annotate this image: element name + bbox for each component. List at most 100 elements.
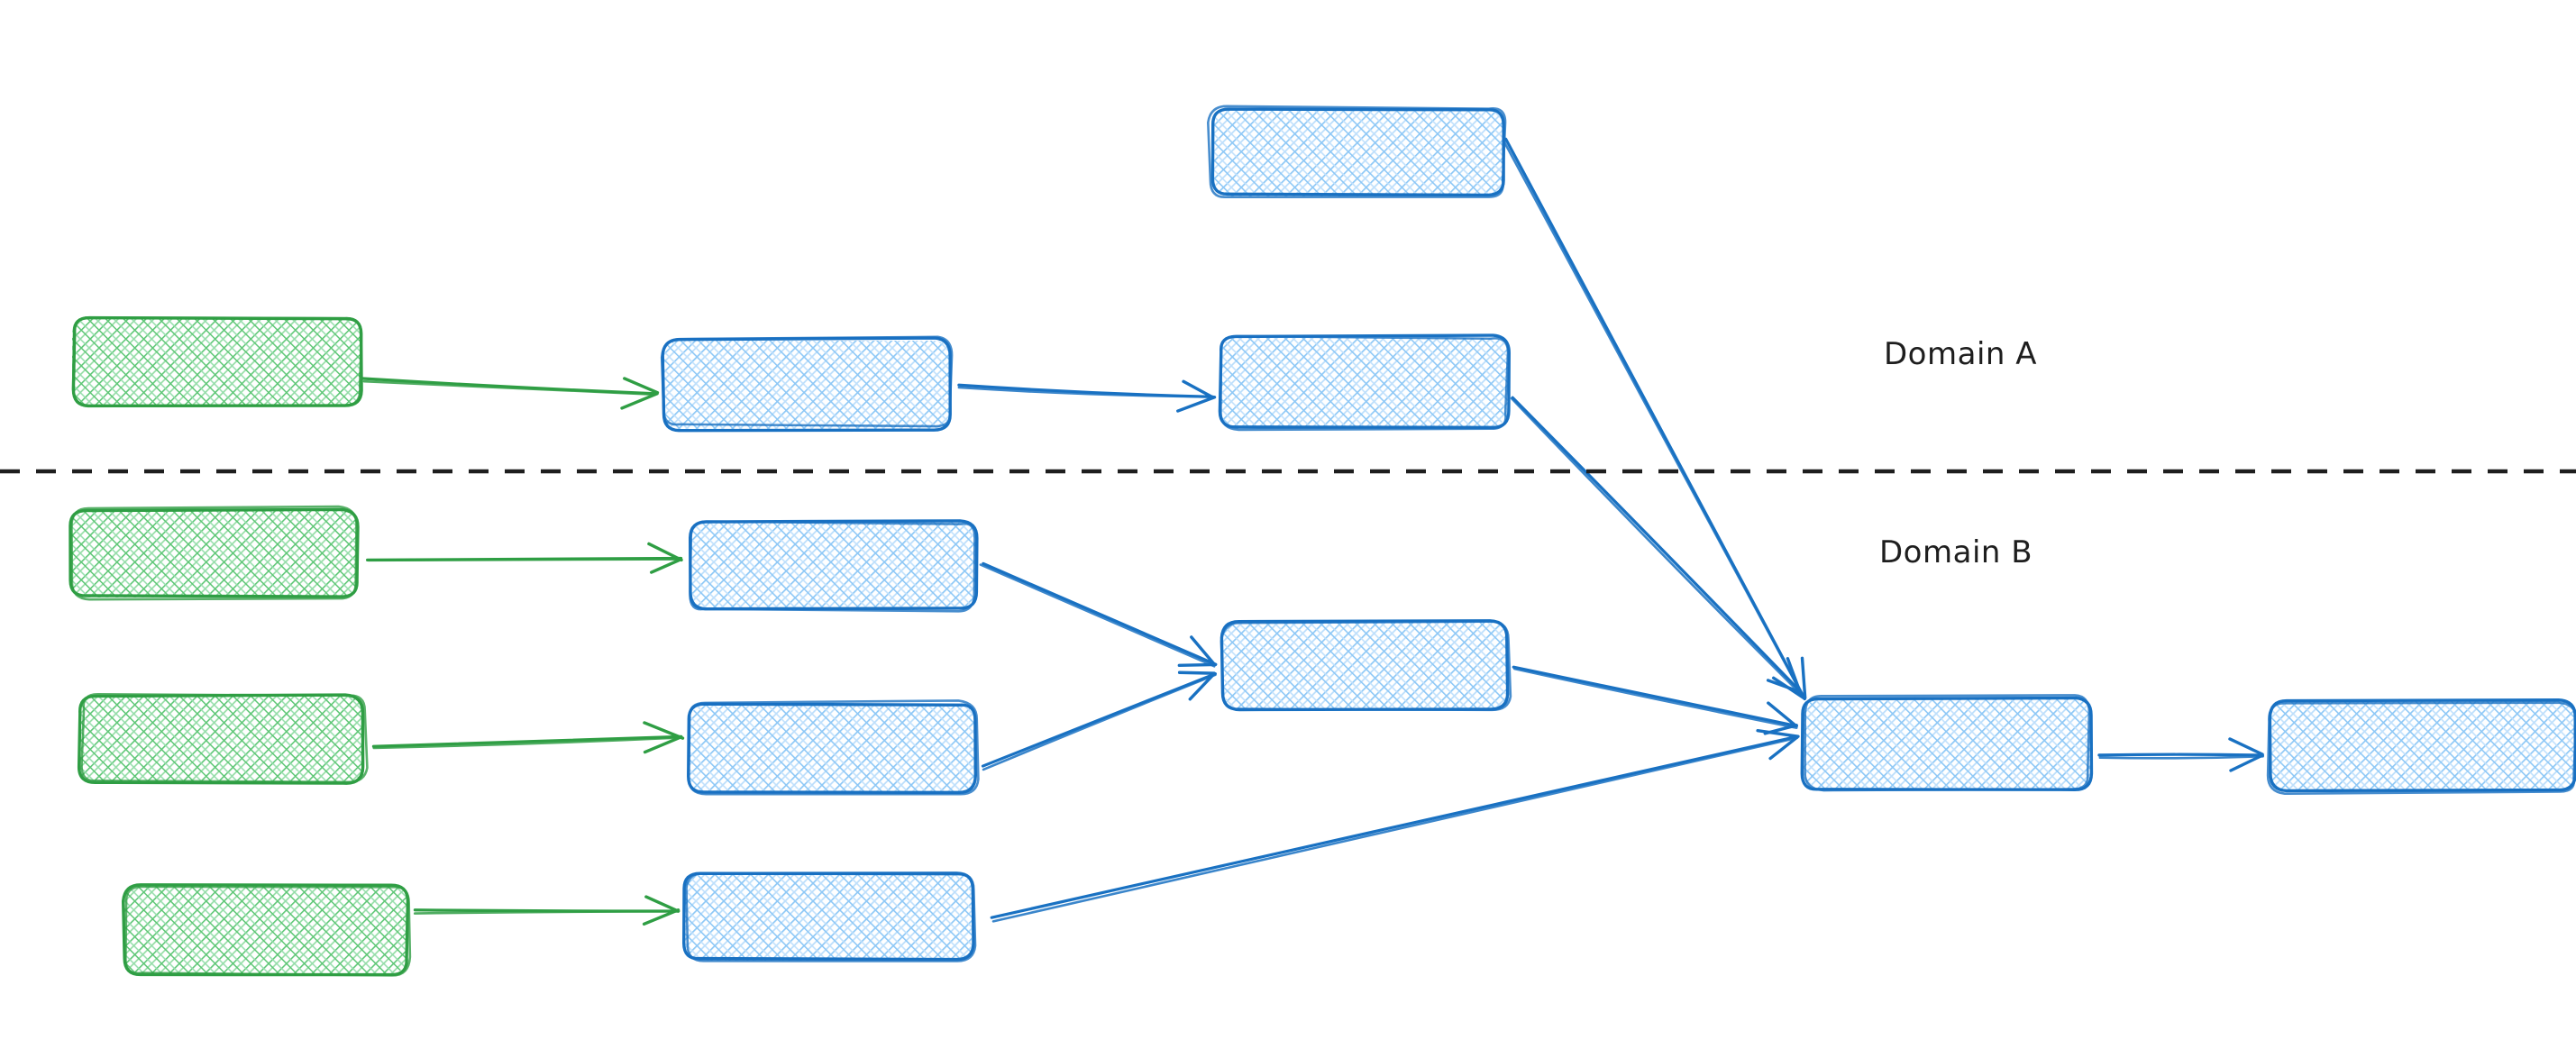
node-outline (660, 335, 954, 428)
node-outline (71, 316, 363, 408)
node-a-detached[interactable] (1207, 105, 1507, 198)
edge-arrowhead (644, 895, 681, 913)
node-fill-cross (70, 509, 357, 597)
edge-e-b-source-2__b-stage-2[interactable] (371, 721, 685, 754)
domain-b-label: Domain B (1879, 534, 2032, 570)
node-outline (77, 693, 365, 785)
edge-line (2098, 755, 2265, 760)
edge-line (982, 673, 1217, 771)
edge-arrowhead (2228, 737, 2264, 756)
node-a-source-1[interactable] (71, 315, 363, 408)
edge-arrowhead (2229, 753, 2264, 772)
node-a-stage-2[interactable] (1218, 333, 1511, 432)
edge-e-b-hub__b-sink[interactable] (2097, 737, 2265, 772)
node-b-sink[interactable] (2266, 698, 2576, 795)
edge-line (957, 386, 1215, 398)
edge-arrowhead (1176, 396, 1217, 413)
edge-line (981, 672, 1217, 768)
edge-line (979, 563, 1216, 668)
node-outline (124, 885, 412, 977)
edge-arrowhead (1756, 728, 1800, 738)
node-fill-cross (124, 885, 407, 973)
edge-line (1511, 396, 1803, 694)
node-fill-cross (690, 705, 976, 793)
node-outline (1219, 620, 1512, 712)
edge-e-b-stage-1__b-merge[interactable] (979, 561, 1218, 668)
edge-arrowhead (1766, 679, 1802, 694)
edge-line (367, 558, 682, 562)
node-fill-cross (72, 317, 362, 406)
node-fill-cross (662, 341, 951, 429)
node-outline (80, 693, 369, 784)
edge-line (991, 736, 1799, 923)
edge-e-b-source-3__b-stage-3[interactable] (413, 895, 681, 926)
edge-line (371, 734, 683, 748)
edge-e-b-stage-3__b-hub[interactable] (990, 728, 1800, 923)
edge-line (372, 736, 682, 750)
edge-e-a-detached__b-hub[interactable] (1503, 137, 1807, 701)
node-outline (1804, 694, 2091, 792)
edge-arrowhead (647, 542, 683, 562)
edge-arrowhead (643, 721, 685, 740)
nodes-layer (69, 105, 2576, 977)
node-fill-cross (79, 696, 362, 784)
node-b-stage-3[interactable] (682, 871, 977, 962)
edge-arrowhead (1767, 701, 1798, 728)
node-outline (685, 871, 977, 962)
edge-e-a-stage-2__b-hub[interactable] (1510, 396, 1803, 695)
edge-line (990, 734, 1799, 919)
node-b-source-3[interactable] (121, 883, 412, 977)
node-outline (689, 520, 976, 613)
edge-e-b-stage-2__b-merge[interactable] (981, 670, 1217, 771)
edge-arrowhead (1177, 662, 1218, 668)
node-b-stage-2[interactable] (687, 699, 980, 796)
node-b-hub[interactable] (1800, 694, 2094, 792)
edge-arrowhead (620, 392, 659, 410)
node-b-merge[interactable] (1219, 619, 1512, 712)
edge-line (1503, 140, 1806, 700)
edge-e-a-source-1__a-stage-1[interactable] (361, 377, 660, 410)
node-outline (1210, 107, 1505, 197)
edge-line (1512, 665, 1798, 728)
node-fill-cross (2270, 701, 2576, 789)
edge-line (982, 561, 1218, 666)
edge-arrowhead (1190, 635, 1216, 666)
node-b-source-1[interactable] (69, 505, 360, 601)
node-b-source-2[interactable] (77, 693, 369, 785)
edge-line (361, 377, 658, 396)
node-fill-cross (1219, 338, 1508, 426)
node-fill-cross (1803, 698, 2091, 789)
edge-arrowhead (642, 908, 681, 926)
edge-arrowhead (1182, 379, 1215, 399)
edges-layer (361, 137, 2265, 926)
edge-arrowhead (1786, 657, 1803, 695)
edge-line (1510, 397, 1802, 695)
node-fill-cross (1221, 622, 1508, 710)
node-outline (70, 505, 358, 601)
edge-line (362, 379, 657, 397)
edge-e-b-source-1__b-stage-1[interactable] (366, 542, 683, 574)
node-a-stage-1[interactable] (660, 335, 954, 433)
edge-e-a-stage-1__a-stage-2[interactable] (957, 379, 1217, 413)
node-fill-cross (1211, 108, 1503, 196)
edge-e-b-merge__b-hub[interactable] (1512, 665, 1798, 735)
edge-arrowhead (1177, 670, 1216, 675)
edge-line (1512, 667, 1798, 729)
node-fill-cross (685, 872, 972, 961)
node-outline (2266, 701, 2576, 795)
edge-arrowhead (623, 377, 660, 395)
edge-arrowhead (1800, 656, 1807, 699)
edge-arrowhead (1188, 672, 1216, 701)
edge-arrowhead (1768, 736, 1798, 761)
edge-arrowhead (650, 558, 682, 574)
node-outline (687, 699, 980, 796)
node-outline (1207, 105, 1507, 198)
domain-a-label: Domain A (1884, 336, 2037, 372)
node-outline (1219, 334, 1510, 432)
node-b-stage-1[interactable] (689, 519, 979, 613)
labels-layer: Domain A Domain B (1879, 336, 2037, 570)
node-fill-cross (690, 521, 976, 609)
edge-arrowhead (643, 735, 683, 754)
